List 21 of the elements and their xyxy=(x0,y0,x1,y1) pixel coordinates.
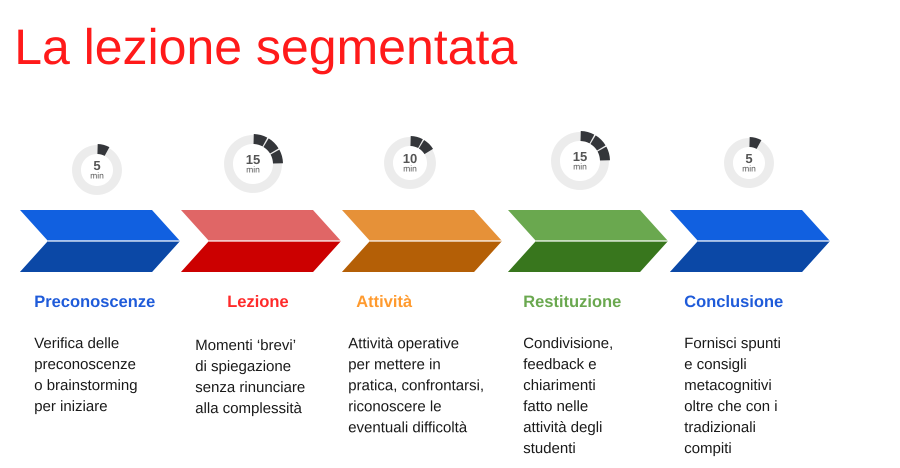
title: La lezione segmentata xyxy=(18,28,518,74)
duration-label: 5 xyxy=(746,154,752,164)
unit-label: min xyxy=(574,163,586,170)
step-heading: Lezione xyxy=(228,295,288,308)
unit-label: min xyxy=(246,166,260,172)
step-description: Attività operative per mettere in pratica, confrontarsi, riconoscere le eventuali difficoltà xyxy=(348,337,483,432)
step-heading: Conclusione xyxy=(684,295,783,308)
step-heading: Attività xyxy=(356,294,412,308)
unit-label: min xyxy=(90,172,104,178)
step-description: Momenti ‘brevi’ di spiegazione senza rinunciare alla complessità xyxy=(196,339,305,416)
unit-label: min xyxy=(742,165,756,172)
step-description: Condivisione, feedback e chiarimenti fatto nelle attività degli studenti xyxy=(523,337,612,454)
duration-label: 5 xyxy=(94,161,100,170)
unit-label: min xyxy=(404,165,416,172)
step-description: Verifica delle preconoscenze o brainstorming per iniziare xyxy=(34,337,137,414)
duration-label: 15 xyxy=(574,152,587,162)
step-description: Fornisci spunti e consigli metacognitivi oltre che con i tradizionali compiti xyxy=(684,337,780,456)
duration-label: 10 xyxy=(404,154,417,164)
duration-label: 15 xyxy=(246,155,260,164)
step-heading: Restituzione xyxy=(524,295,621,308)
step-heading: Preconoscenze xyxy=(35,296,155,308)
